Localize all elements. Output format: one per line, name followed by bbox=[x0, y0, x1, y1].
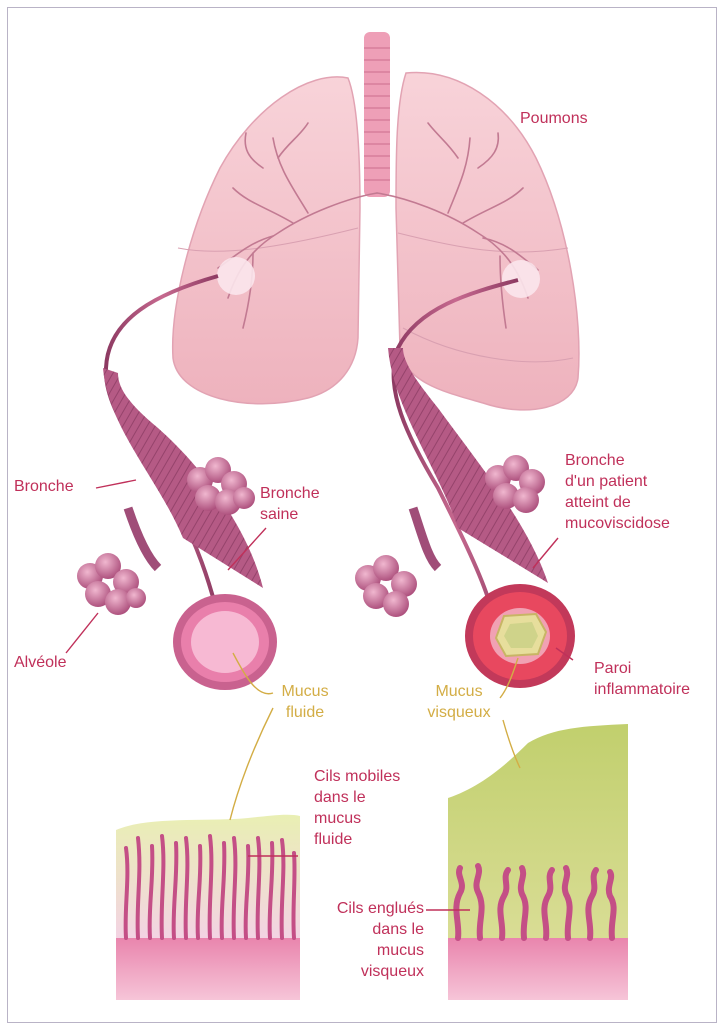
viscous-mucus-tissue bbox=[448, 724, 628, 1000]
right-alveoli-lower bbox=[355, 555, 417, 617]
label-lungs: Poumons bbox=[520, 108, 588, 129]
left-alveoli-lower bbox=[77, 553, 146, 615]
leader-cf-bronchus bbox=[533, 538, 558, 568]
label-inflamed-wall: Paroi inflammatoire bbox=[594, 658, 690, 700]
leader-alveolus bbox=[66, 613, 98, 653]
label-mobile-cilia: Cils mobiles dans le mucus fluide bbox=[314, 766, 400, 850]
label-viscous-mucus: Mucus visqueux bbox=[418, 681, 500, 723]
label-fluid-mucus: Mucus fluide bbox=[273, 681, 337, 723]
left-highlight bbox=[217, 257, 255, 295]
label-bronchus: Bronche bbox=[14, 476, 74, 497]
fluid-epithelium bbox=[116, 938, 300, 1000]
right-highlight bbox=[502, 260, 540, 298]
viscous-epithelium bbox=[448, 938, 628, 1000]
label-alveolus: Alvéole bbox=[14, 652, 66, 673]
label-healthy-bronchus: Bronche saine bbox=[260, 483, 320, 525]
trachea bbox=[364, 32, 390, 197]
fluid-mucus-tissue bbox=[116, 815, 300, 1000]
illustration-frame: Poumons Bronche Bronche saine Bronche d'… bbox=[7, 7, 717, 1023]
leader-bronchus bbox=[96, 480, 136, 488]
label-cf-bronchus: Bronche d'un patient atteint de mucovisc… bbox=[565, 450, 670, 534]
leader-fluid-mucus-2 bbox=[230, 708, 273, 820]
label-stuck-cilia: Cils englués dans le mucus visqueux bbox=[308, 898, 424, 982]
lungs bbox=[173, 32, 579, 410]
